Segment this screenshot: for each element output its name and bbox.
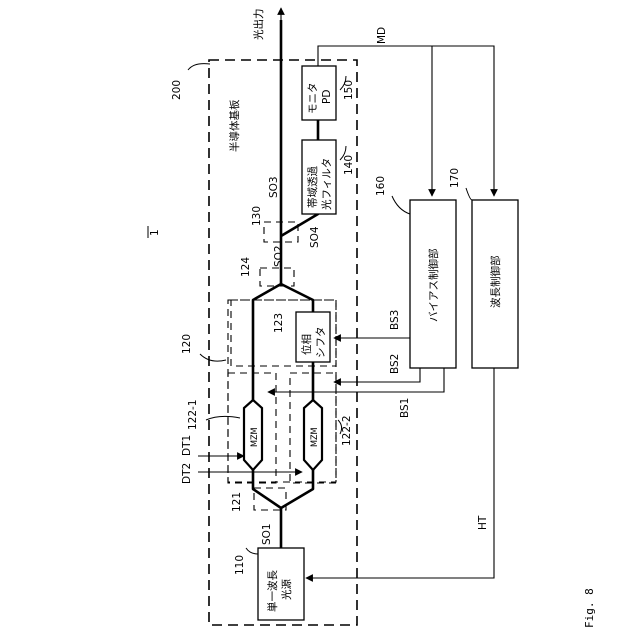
dt1-label: DT1 [181, 435, 193, 456]
substrate-ref: 200 [171, 80, 183, 100]
bandpass-filter-ref: 140 [343, 155, 355, 175]
dt2-label: DT2 [181, 463, 193, 484]
bandpass-filter-label-2: 光フィルタ [320, 158, 333, 210]
bs3-label: BS3 [389, 310, 401, 330]
waveguide-main [253, 20, 281, 548]
figure-caption: Fig. 8 [583, 588, 596, 628]
mzm-top-ref: 122-1 [187, 399, 199, 430]
phase-shifter-ref: 123 [273, 313, 285, 333]
bandpass-filter-label-1: 帯域透過 [306, 166, 319, 208]
device-ref: 1 [149, 229, 161, 236]
bias-controller-ref: 160 [375, 176, 387, 196]
bs1-label: BS1 [399, 398, 411, 418]
substrate-label: 半導体基板 [228, 99, 241, 152]
wavelength-controller-label: 波長制御部 [489, 256, 502, 309]
so2-label: SO2 [273, 245, 285, 267]
bs2-signal-line [334, 368, 420, 382]
combiner-ref: 124 [240, 257, 252, 277]
rotated-diagram: MZM MZM 単一波長 光源 位相 シフタ 帯域透過 光フィルタ モニタ PD… [148, 8, 596, 628]
bs1-signal-line [268, 368, 444, 392]
light-source-ref: 110 [234, 555, 246, 575]
monitor-pd-label-2: PD [321, 90, 333, 104]
phase-shifter-label-1: 位相 [300, 334, 313, 355]
mzm-bottom-ref: 122-2 [341, 415, 353, 446]
bs2-label: BS2 [389, 354, 401, 374]
monitor-pd-label-1: モニタ [307, 83, 319, 115]
mzm-bottom-label: MZM [310, 427, 320, 447]
light-source-label-1: 単一波長 [266, 570, 279, 612]
coupler-ref: 130 [251, 206, 263, 226]
modulator-block-ref: 120 [181, 334, 193, 354]
combiner-boundary [260, 268, 294, 286]
wavelength-controller-ref: 170 [449, 168, 461, 188]
optical-output-label: 光出力 [252, 9, 265, 41]
phase-shifter-label-2: シフタ [315, 327, 327, 359]
bias-controller-label: バイアス制御部 [427, 249, 440, 323]
so1-label: SO1 [261, 523, 273, 545]
so3-label: SO3 [268, 176, 280, 198]
mzm-top-label: MZM [250, 427, 260, 447]
ht-label: HT [477, 515, 489, 530]
md-label: MD [376, 27, 388, 44]
so4-label: SO4 [309, 226, 321, 248]
light-source-label-2: 光源 [280, 579, 293, 600]
splitter-ref: 121 [231, 492, 243, 512]
